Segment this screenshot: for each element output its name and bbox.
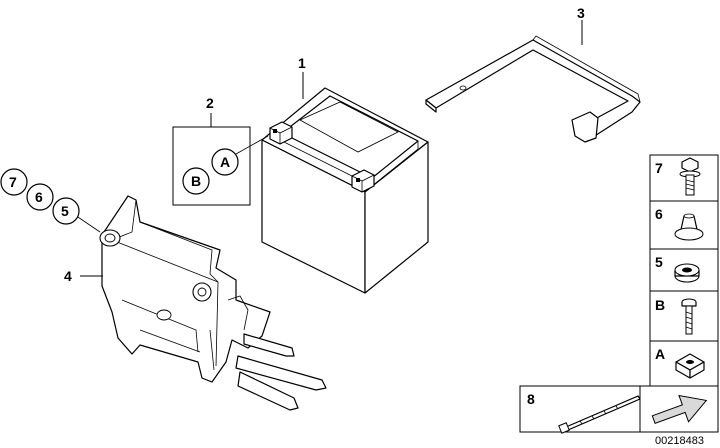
parts-legend: 7 6 5 <box>519 154 719 447</box>
callout-strap: 3 <box>577 5 585 21</box>
svg-text:B: B <box>191 173 201 189</box>
legend-item-7: 7 <box>649 154 719 202</box>
callout-6: 6 <box>35 189 43 205</box>
screw-icon <box>681 298 697 335</box>
callout-5: 5 <box>61 203 69 219</box>
terminal-negative <box>351 169 375 193</box>
kit-a-badge: A <box>211 148 239 176</box>
drawing-code: 00218483 <box>655 435 704 447</box>
legend-item-5: 5 <box>649 248 719 292</box>
hex-bolt-flange-icon <box>679 157 701 196</box>
terminal-kit-group: 2 A B <box>172 95 269 206</box>
callout-7: 7 <box>9 174 17 190</box>
rubber-grommet-icon <box>674 263 700 283</box>
svg-text:A: A <box>655 346 665 362</box>
callout-holder: 4 <box>64 268 72 284</box>
square-nut-icon <box>675 353 705 379</box>
callout-circles-567: 7 6 5 <box>0 168 101 233</box>
svg-text:5: 5 <box>655 254 663 270</box>
svg-text:A: A <box>220 154 230 170</box>
clip-nut-icon <box>674 213 704 241</box>
callout-terminal-kit: 2 <box>206 95 214 111</box>
legend-item-6: 6 <box>649 200 719 250</box>
cable-tie-icon <box>558 395 641 434</box>
legend-item-A: A <box>649 340 719 387</box>
battery: 1 <box>261 55 429 294</box>
svg-text:B: B <box>655 297 665 313</box>
arrow-icon <box>639 385 719 433</box>
callout-cable-tie: 8 <box>527 391 535 407</box>
kit-b-badge: B <box>182 167 210 195</box>
battery-strap: 3 <box>425 5 641 143</box>
legend-item-8: 8 <box>519 385 641 434</box>
terminal-positive <box>269 121 293 145</box>
callout-battery: 1 <box>298 55 306 71</box>
svg-text:7: 7 <box>655 160 663 176</box>
battery-holder: 4 <box>64 195 327 411</box>
svg-text:6: 6 <box>655 206 663 222</box>
legend-item-B: B <box>649 290 719 342</box>
